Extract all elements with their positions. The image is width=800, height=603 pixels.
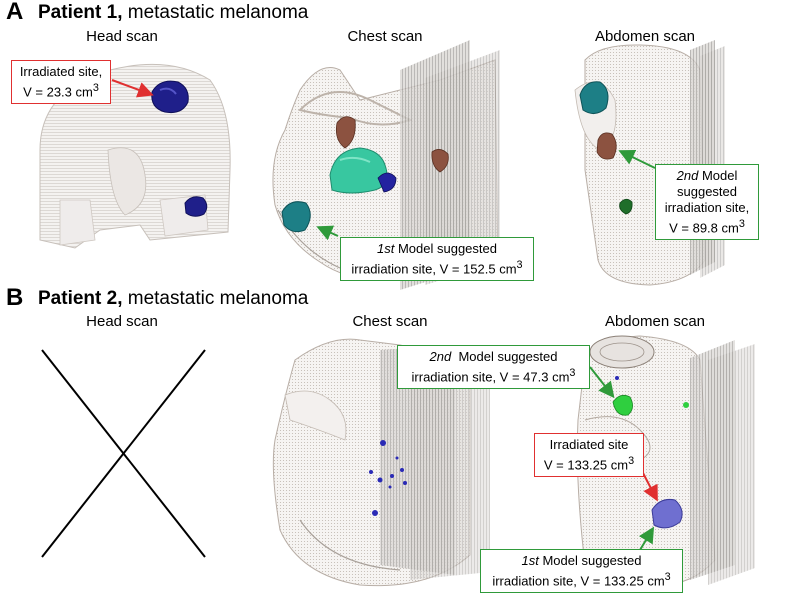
patient2-abdomen-tumors: [612, 376, 689, 529]
ordinal: 2nd: [429, 349, 452, 364]
callout-line: 1st Model suggested: [346, 241, 528, 257]
patient1-chest-tumors: [281, 116, 449, 233]
ordinal: 2nd: [676, 168, 699, 183]
volume-text: V = 133.25 cm: [543, 457, 629, 473]
ordinal: 1st: [521, 553, 539, 568]
patient1-head-tumor-secondary: [184, 196, 208, 217]
patient1-first-model-arrow: [316, 225, 339, 241]
callout-line: V = 23.3 cm3: [17, 80, 105, 100]
panel-b-patient: Patient 2,: [38, 288, 123, 309]
panel-a-letter: A: [6, 0, 24, 25]
panel-a-subtitle: metastatic melanoma: [122, 2, 309, 23]
cubic-superscript: 3: [628, 455, 635, 467]
callout-text: Model suggested: [451, 349, 558, 364]
patient2-chest-tumors: [369, 440, 407, 516]
volume-text: irradiation site, V = 47.3 cm: [411, 369, 570, 385]
cubic-superscript: 3: [738, 218, 745, 230]
patient1-abdomen-plates: [690, 40, 725, 278]
callout-line: irradiation site, V = 47.3 cm3: [403, 365, 584, 385]
panel-b-abdomen-scan-label: Abdomen scan: [604, 313, 706, 330]
volume-text: V = 23.3 cm: [23, 84, 93, 100]
callout-line: Irradiated site: [549, 437, 629, 452]
patient1-second-model-callout: 2nd Model suggested irradiation site, V …: [655, 164, 759, 241]
callout-text: Model suggested: [538, 553, 642, 568]
patient2-abdomen-plates: [690, 340, 755, 585]
callout-line: 1st Model suggested: [486, 553, 677, 569]
callout-text: Model suggested: [394, 241, 497, 256]
cubic-superscript: 3: [516, 259, 523, 271]
patient2-irradiated-arrow: [642, 472, 658, 502]
cubic-superscript: 3: [569, 367, 576, 379]
patient1-second-model-arrow: [618, 150, 656, 169]
callout-text: Model: [698, 168, 738, 183]
panel-a-patient: Patient 1,: [38, 2, 123, 23]
volume-text: irradiation site, V = 133.25 cm: [492, 573, 665, 589]
callout-line: 2nd Model: [661, 168, 753, 184]
callout-line: Irradiated site,: [19, 64, 103, 79]
cubic-superscript: 3: [92, 82, 99, 94]
callout-line: 2nd Model suggested: [403, 349, 584, 365]
patient2-chest-plates: [380, 345, 490, 580]
volume-text: V = 89.8 cm: [669, 220, 739, 236]
volume-text: irradiation site, V = 152.5 cm: [351, 261, 517, 277]
panel-a-abdomen-scan-label: Abdomen scan: [594, 28, 696, 45]
panel-b-chest-scan-label: Chest scan: [352, 313, 428, 330]
patient1-head-tumor-irradiated: [151, 80, 189, 113]
patient2-irradiated-callout: Irradiated site V = 133.25 cm3: [534, 433, 644, 478]
panel-b-title: Patient 2, metastatic melanoma: [38, 288, 308, 310]
panel-b-subtitle: metastatic melanoma: [122, 288, 309, 309]
panel-a-chest-scan-label: Chest scan: [347, 28, 423, 45]
patient1-abdomen-tumors: [579, 81, 633, 215]
panel-a-title: Patient 1, metastatic melanoma: [38, 2, 308, 24]
panel-a-head-scan-label: Head scan: [86, 28, 158, 45]
patient1-irradiated-callout: Irradiated site, V = 23.3 cm3: [11, 60, 111, 105]
callout-line: V = 133.25 cm3: [540, 453, 638, 473]
panel-b-head-scan-label: Head scan: [86, 313, 158, 330]
callout-line: V = 89.8 cm3: [661, 216, 753, 236]
patient2-no-head-scan-cross: [41, 349, 206, 558]
callout-line: suggested: [677, 184, 737, 199]
callout-line: irradiation site,: [664, 200, 750, 215]
callout-line: irradiation site, V = 133.25 cm3: [486, 569, 677, 589]
patient2-second-model-arrow: [589, 366, 615, 399]
patient2-first-model-callout: 1st Model suggested irradiation site, V …: [480, 549, 683, 594]
patient1-irradiated-arrow: [111, 79, 154, 98]
patient2-first-model-arrow: [638, 526, 655, 551]
callout-line: irradiation site, V = 152.5 cm3: [346, 257, 528, 277]
panel-b-letter: B: [6, 284, 24, 311]
patient1-first-model-callout: 1st Model suggested irradiation site, V …: [340, 237, 534, 282]
ordinal: 1st: [377, 241, 395, 256]
patient2-second-model-callout: 2nd Model suggested irradiation site, V …: [397, 345, 590, 390]
cubic-superscript: 3: [664, 571, 671, 583]
